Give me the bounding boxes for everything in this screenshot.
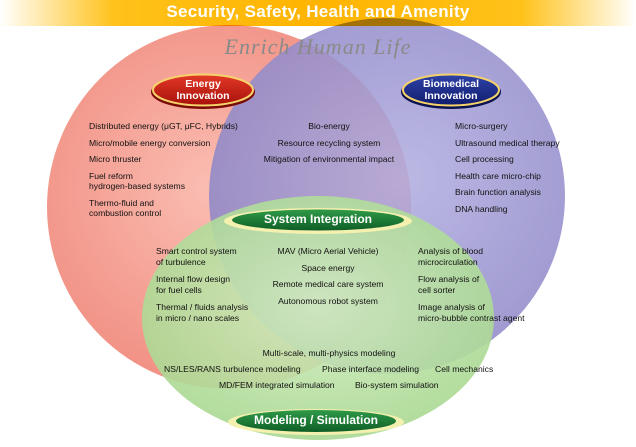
system-circle — [142, 196, 494, 440]
page-subtitle: Enrich Human Life — [224, 34, 412, 59]
list-item: Remote medical care system — [272, 279, 384, 289]
list-item: Flow analysis of — [418, 274, 480, 284]
modeling-item: NS/LES/RANS turbulence modeling — [164, 364, 301, 374]
system-pill — [232, 209, 404, 231]
list-item: Ultrasound medical therapy — [455, 137, 560, 148]
biomedical-badge-label: Biomedical Innovation — [422, 78, 480, 102]
modeling-pill — [236, 410, 396, 432]
center-items: MAV (Micro Aerial Vehicle) Space energy … — [273, 246, 384, 306]
list-item: Mitigation of environmental impact — [263, 154, 395, 164]
list-item: MAV (Micro Aerial Vehicle) — [277, 246, 379, 256]
list-item: for fuel cells — [156, 284, 202, 295]
list-item: in micro / nano scales — [156, 312, 240, 323]
list-item: Autonomous robot system — [278, 295, 378, 306]
modeling-simulation-label: Modeling / Simulation — [254, 413, 378, 427]
list-item: of turbulence — [156, 256, 206, 267]
list-item: hydrogen-based systems — [89, 181, 186, 191]
list-item: Micro thruster — [89, 154, 142, 164]
biomedical-items: Micro-surgery Ultrasound medical therapy… — [455, 121, 560, 214]
list-item: Image analysis of — [418, 302, 485, 312]
energy-badge — [152, 73, 254, 107]
list-item: Micro/mobile energy conversion — [89, 137, 211, 148]
system-integration-label: System Integration — [263, 212, 373, 226]
list-item: Brain function analysis — [455, 187, 541, 197]
energy-system-overlap-items: Smart control system of turbulence Inter… — [156, 246, 248, 323]
banner-bar — [0, 0, 636, 26]
list-item: combustion control — [89, 208, 162, 218]
list-item: Health care micro-chip — [455, 170, 541, 181]
energy-items: Distributed energy (μGT, μFC, Hybrids) M… — [89, 121, 238, 219]
list-item: Space energy — [301, 262, 355, 273]
modeling-item: Phase interface modeling — [322, 364, 419, 374]
list-item: DNA handling — [455, 203, 508, 214]
bio-system-overlap-items: Analysis of blood microcirculation Flow … — [418, 246, 525, 323]
list-item: Analysis of blood — [418, 246, 483, 256]
banner-title: Security, Safety, Health and Amenity — [166, 2, 470, 21]
list-item: Thermal / fluids analysis — [156, 302, 249, 312]
list-item: Smart control system — [156, 246, 237, 256]
list-item: cell sorter — [418, 284, 456, 295]
modeling-item: MD/FEM integrated simulation — [219, 380, 335, 390]
list-item: Micro-surgery — [455, 121, 508, 131]
energy-badge-label: Energy Innovation — [176, 78, 230, 102]
list-item: Thermo-fluid and — [89, 197, 154, 208]
modeling-item: Bio-system simulation — [355, 380, 439, 390]
energy-bio-overlap-items: Bio-energy Resource recycling system Mit… — [264, 121, 394, 165]
list-item: Internal flow design — [156, 274, 231, 284]
list-item: Bio-energy — [308, 121, 350, 131]
list-item: Cell processing — [455, 154, 514, 164]
list-item: micro-bubble contrast agent — [418, 312, 525, 323]
list-item: Resource recycling system — [277, 137, 381, 148]
list-item: microcirculation — [418, 256, 478, 267]
list-item: Fuel reform — [89, 170, 133, 181]
list-item: Distributed energy (μGT, μFC, Hybrids) — [89, 121, 238, 131]
modeling-item: Multi-scale, multi-physics modeling — [262, 348, 396, 358]
biomedical-badge — [402, 73, 500, 107]
modeling-item: Cell mechanics — [435, 364, 494, 374]
